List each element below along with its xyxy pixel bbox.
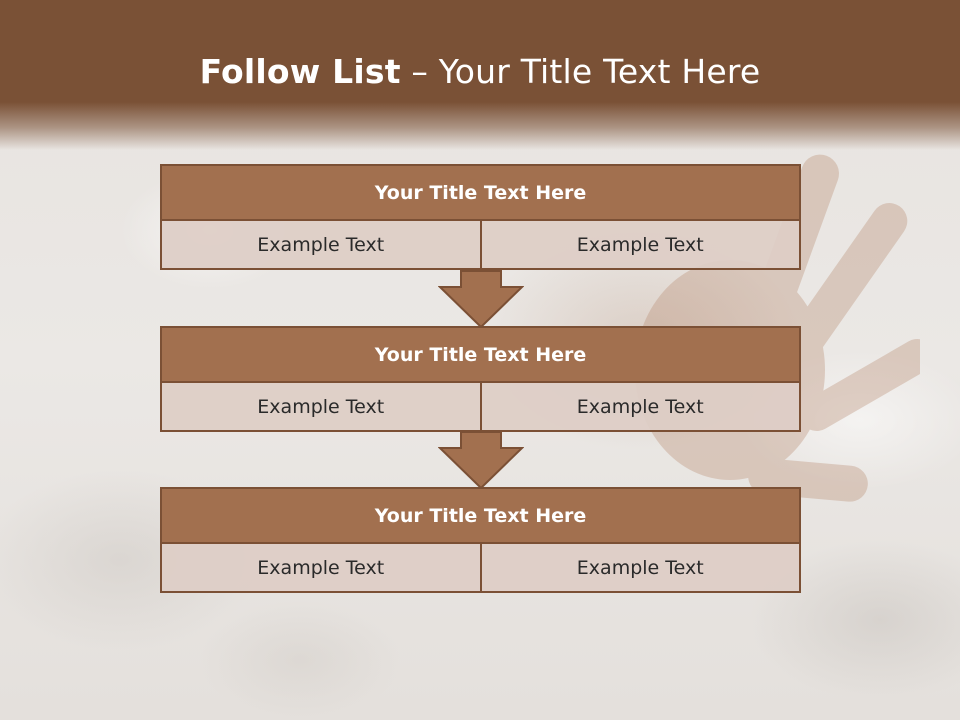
block-cell-left: Example Text	[160, 383, 482, 432]
block-cell-right: Example Text	[481, 544, 801, 593]
down-arrow-icon	[438, 431, 524, 490]
list-block-2: Your Title Text Here Example Text Exampl…	[160, 326, 801, 432]
block-row: Example Text Example Text	[160, 221, 801, 270]
block-cell-left: Example Text	[160, 221, 482, 270]
list-block-3: Your Title Text Here Example Text Exampl…	[160, 487, 801, 593]
slide-title-rest: – Your Title Text Here	[400, 52, 761, 91]
block-title: Your Title Text Here	[160, 164, 801, 221]
block-cell-right: Example Text	[481, 221, 801, 270]
block-title: Your Title Text Here	[160, 326, 801, 383]
block-cell-left: Example Text	[160, 544, 482, 593]
header-bar	[0, 0, 960, 150]
block-title: Your Title Text Here	[160, 487, 801, 544]
list-block-1: Your Title Text Here Example Text Exampl…	[160, 164, 801, 270]
slide-title: Follow List – Your Title Text Here	[0, 52, 960, 91]
down-arrow-icon	[438, 270, 524, 329]
block-cell-right: Example Text	[481, 383, 801, 432]
block-row: Example Text Example Text	[160, 383, 801, 432]
block-row: Example Text Example Text	[160, 544, 801, 593]
slide-title-bold: Follow List	[199, 52, 401, 91]
